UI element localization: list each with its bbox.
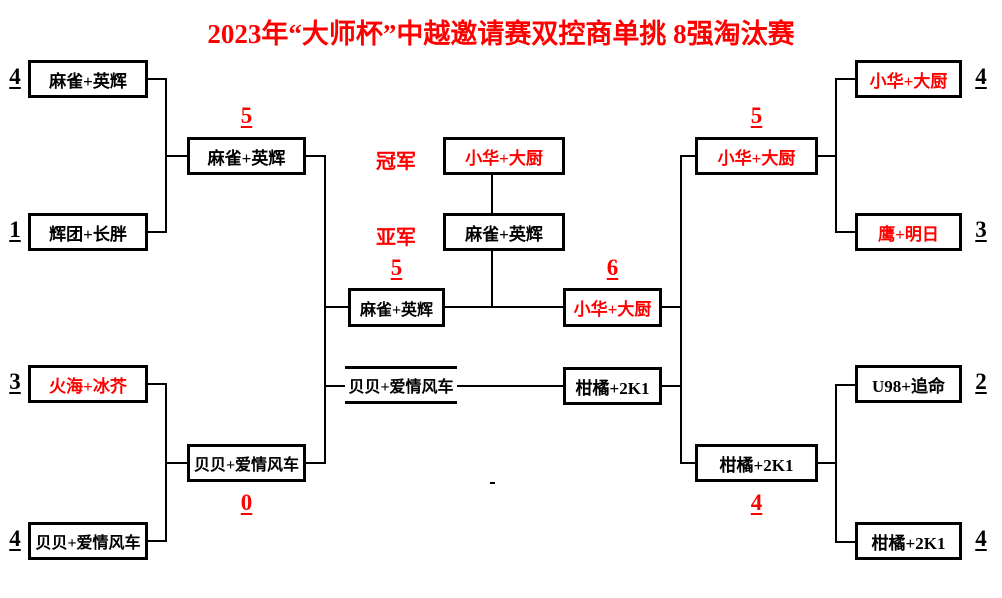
score-left-sf1: 5 <box>240 103 253 128</box>
score-left-qf2-a: 3 <box>9 369 21 394</box>
connector-line <box>165 78 167 233</box>
score-left-qf1-b: 1 <box>9 217 21 242</box>
connector-line <box>835 78 837 233</box>
connector-line <box>491 175 493 213</box>
connector-line <box>836 541 855 543</box>
connector-line <box>818 462 836 464</box>
connector-line <box>148 383 167 385</box>
connector-line <box>445 306 563 308</box>
connector-line <box>457 385 563 387</box>
team-box-left-qf1-b: 辉团+长胖 <box>28 213 148 251</box>
connector-line <box>306 462 326 464</box>
connector-line <box>491 251 493 308</box>
score-left-qf1-a: 4 <box>9 64 21 89</box>
score-right-sf1: 5 <box>750 103 763 128</box>
connector-line <box>165 383 167 542</box>
team-box-right-qf2-a: U98+追命 <box>855 365 962 403</box>
connector-line <box>167 462 187 464</box>
team-box-third-place-right: 柑橘+2K1 <box>563 367 662 405</box>
score-right-qf2-b: 4 <box>975 526 987 551</box>
score-right-qf2-a: 2 <box>975 369 987 394</box>
team-box-left-qf2-a: 火海+冰芥 <box>28 365 148 403</box>
team-box-champion: 小华+大厨 <box>443 137 565 175</box>
score-left-qf2-b: 4 <box>9 526 21 551</box>
connector-line <box>148 540 167 542</box>
team-box-right-qf1-a: 小华+大厨 <box>855 60 962 98</box>
runner-up-label: 亚军 <box>376 227 416 249</box>
team-box-right-sf1: 小华+大厨 <box>695 137 818 175</box>
connector-line <box>836 384 855 386</box>
team-box-finalist-right: 小华+大厨 <box>563 288 662 327</box>
team-box-left-qf1-a: 麻雀+英辉 <box>28 60 148 98</box>
connector-line <box>682 462 695 464</box>
score-right-qf1-a: 4 <box>975 64 987 89</box>
score-right-sf2: 4 <box>750 490 763 515</box>
connector-line <box>324 155 326 464</box>
team-box-left-sf1: 麻雀+英辉 <box>187 137 306 175</box>
connector-line <box>836 78 855 80</box>
team-box-right-sf2: 柑橘+2K1 <box>695 444 818 482</box>
team-box-finalist-left: 麻雀+英辉 <box>348 288 445 327</box>
connector-line <box>836 231 855 233</box>
connector-line <box>306 155 326 157</box>
connector-line <box>662 306 682 308</box>
connector-line <box>680 155 682 464</box>
connector-line <box>662 385 682 387</box>
connector-line <box>326 385 345 387</box>
team-box-left-sf2: 贝贝+爱情风车 <box>187 444 306 482</box>
connector-line <box>148 78 167 80</box>
connector-line <box>167 155 187 157</box>
connector-line <box>835 384 837 543</box>
team-box-third-place-left: 贝贝+爱情风车 <box>345 366 457 404</box>
score-finalist-left: 5 <box>390 255 403 280</box>
connector-line <box>682 155 695 157</box>
score-right-qf1-b: 3 <box>975 217 987 242</box>
connector-line <box>148 231 167 233</box>
connector-line <box>818 155 836 157</box>
stray-mark <box>490 482 495 484</box>
champion-label: 冠军 <box>376 151 416 173</box>
connector-line <box>326 306 348 308</box>
tournament-title: 2023年“大师杯”中越邀请赛双控商单挑 8强淘汰赛 <box>207 19 795 49</box>
team-box-runner-up: 麻雀+英辉 <box>443 213 565 251</box>
score-left-sf2: 0 <box>240 490 253 515</box>
team-box-right-qf2-b: 柑橘+2K1 <box>855 522 962 560</box>
team-box-left-qf2-b: 贝贝+爱情风车 <box>28 522 148 560</box>
score-finalist-right: 6 <box>606 255 619 280</box>
team-box-right-qf1-b: 鹰+明日 <box>855 213 962 251</box>
